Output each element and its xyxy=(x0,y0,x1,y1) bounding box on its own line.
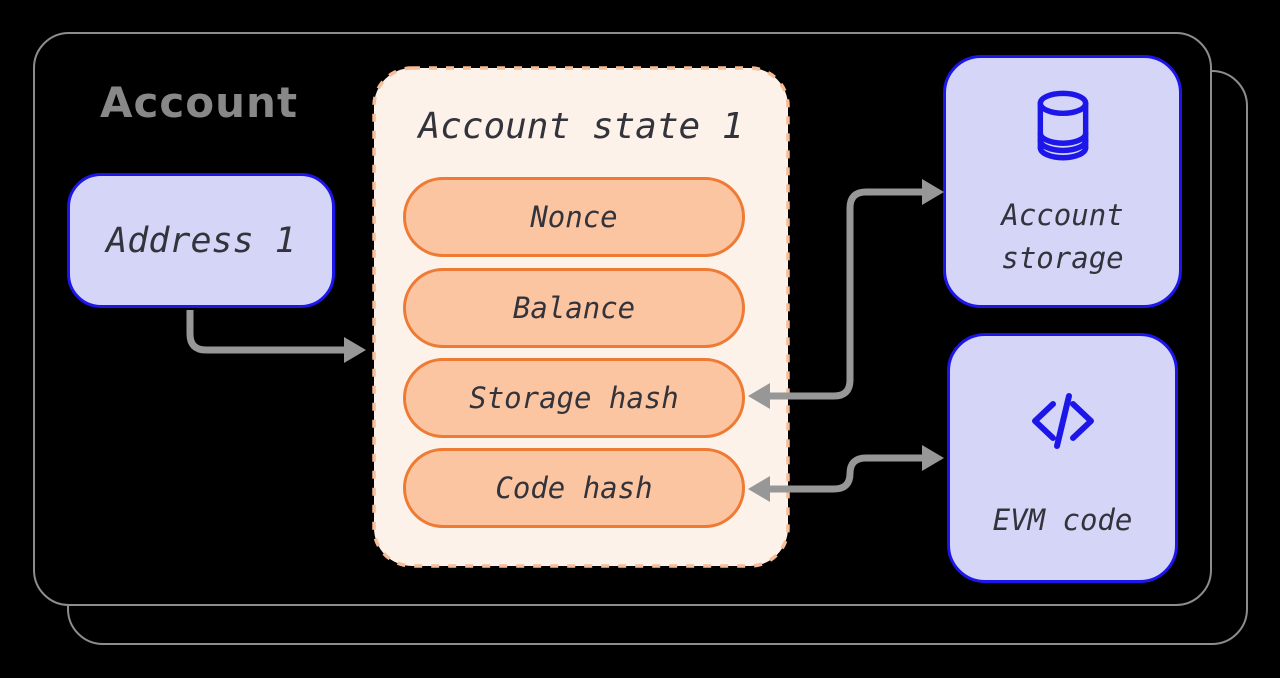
field-label: Balance xyxy=(512,291,636,325)
label-line: Account xyxy=(1001,198,1124,232)
state-field-code-hash: Code hash xyxy=(403,448,745,528)
field-label: Code hash xyxy=(495,471,653,505)
diagram-title: Account xyxy=(100,78,299,127)
evm-code-label: EVM code xyxy=(992,503,1133,537)
state-field-nonce: Nonce xyxy=(403,177,745,257)
field-label: Nonce xyxy=(530,200,618,234)
account-storage-label: Account storage xyxy=(1001,194,1123,280)
state-field-storage-hash: Storage hash xyxy=(403,358,745,438)
account-state-title: Account state 1 xyxy=(418,106,744,147)
account-state-box: Account state 1 Nonce Balance Storage ha… xyxy=(372,66,790,568)
field-label: Storage hash xyxy=(469,381,679,415)
address-label: Address 1 xyxy=(106,220,296,261)
address-box: Address 1 xyxy=(67,173,335,308)
code-icon xyxy=(1031,393,1094,449)
evm-code-box: EVM code xyxy=(947,333,1178,583)
state-field-balance: Balance xyxy=(403,268,745,348)
label-line: storage xyxy=(1001,241,1124,275)
database-icon xyxy=(1037,90,1088,161)
account-storage-box: Account storage xyxy=(943,55,1182,308)
